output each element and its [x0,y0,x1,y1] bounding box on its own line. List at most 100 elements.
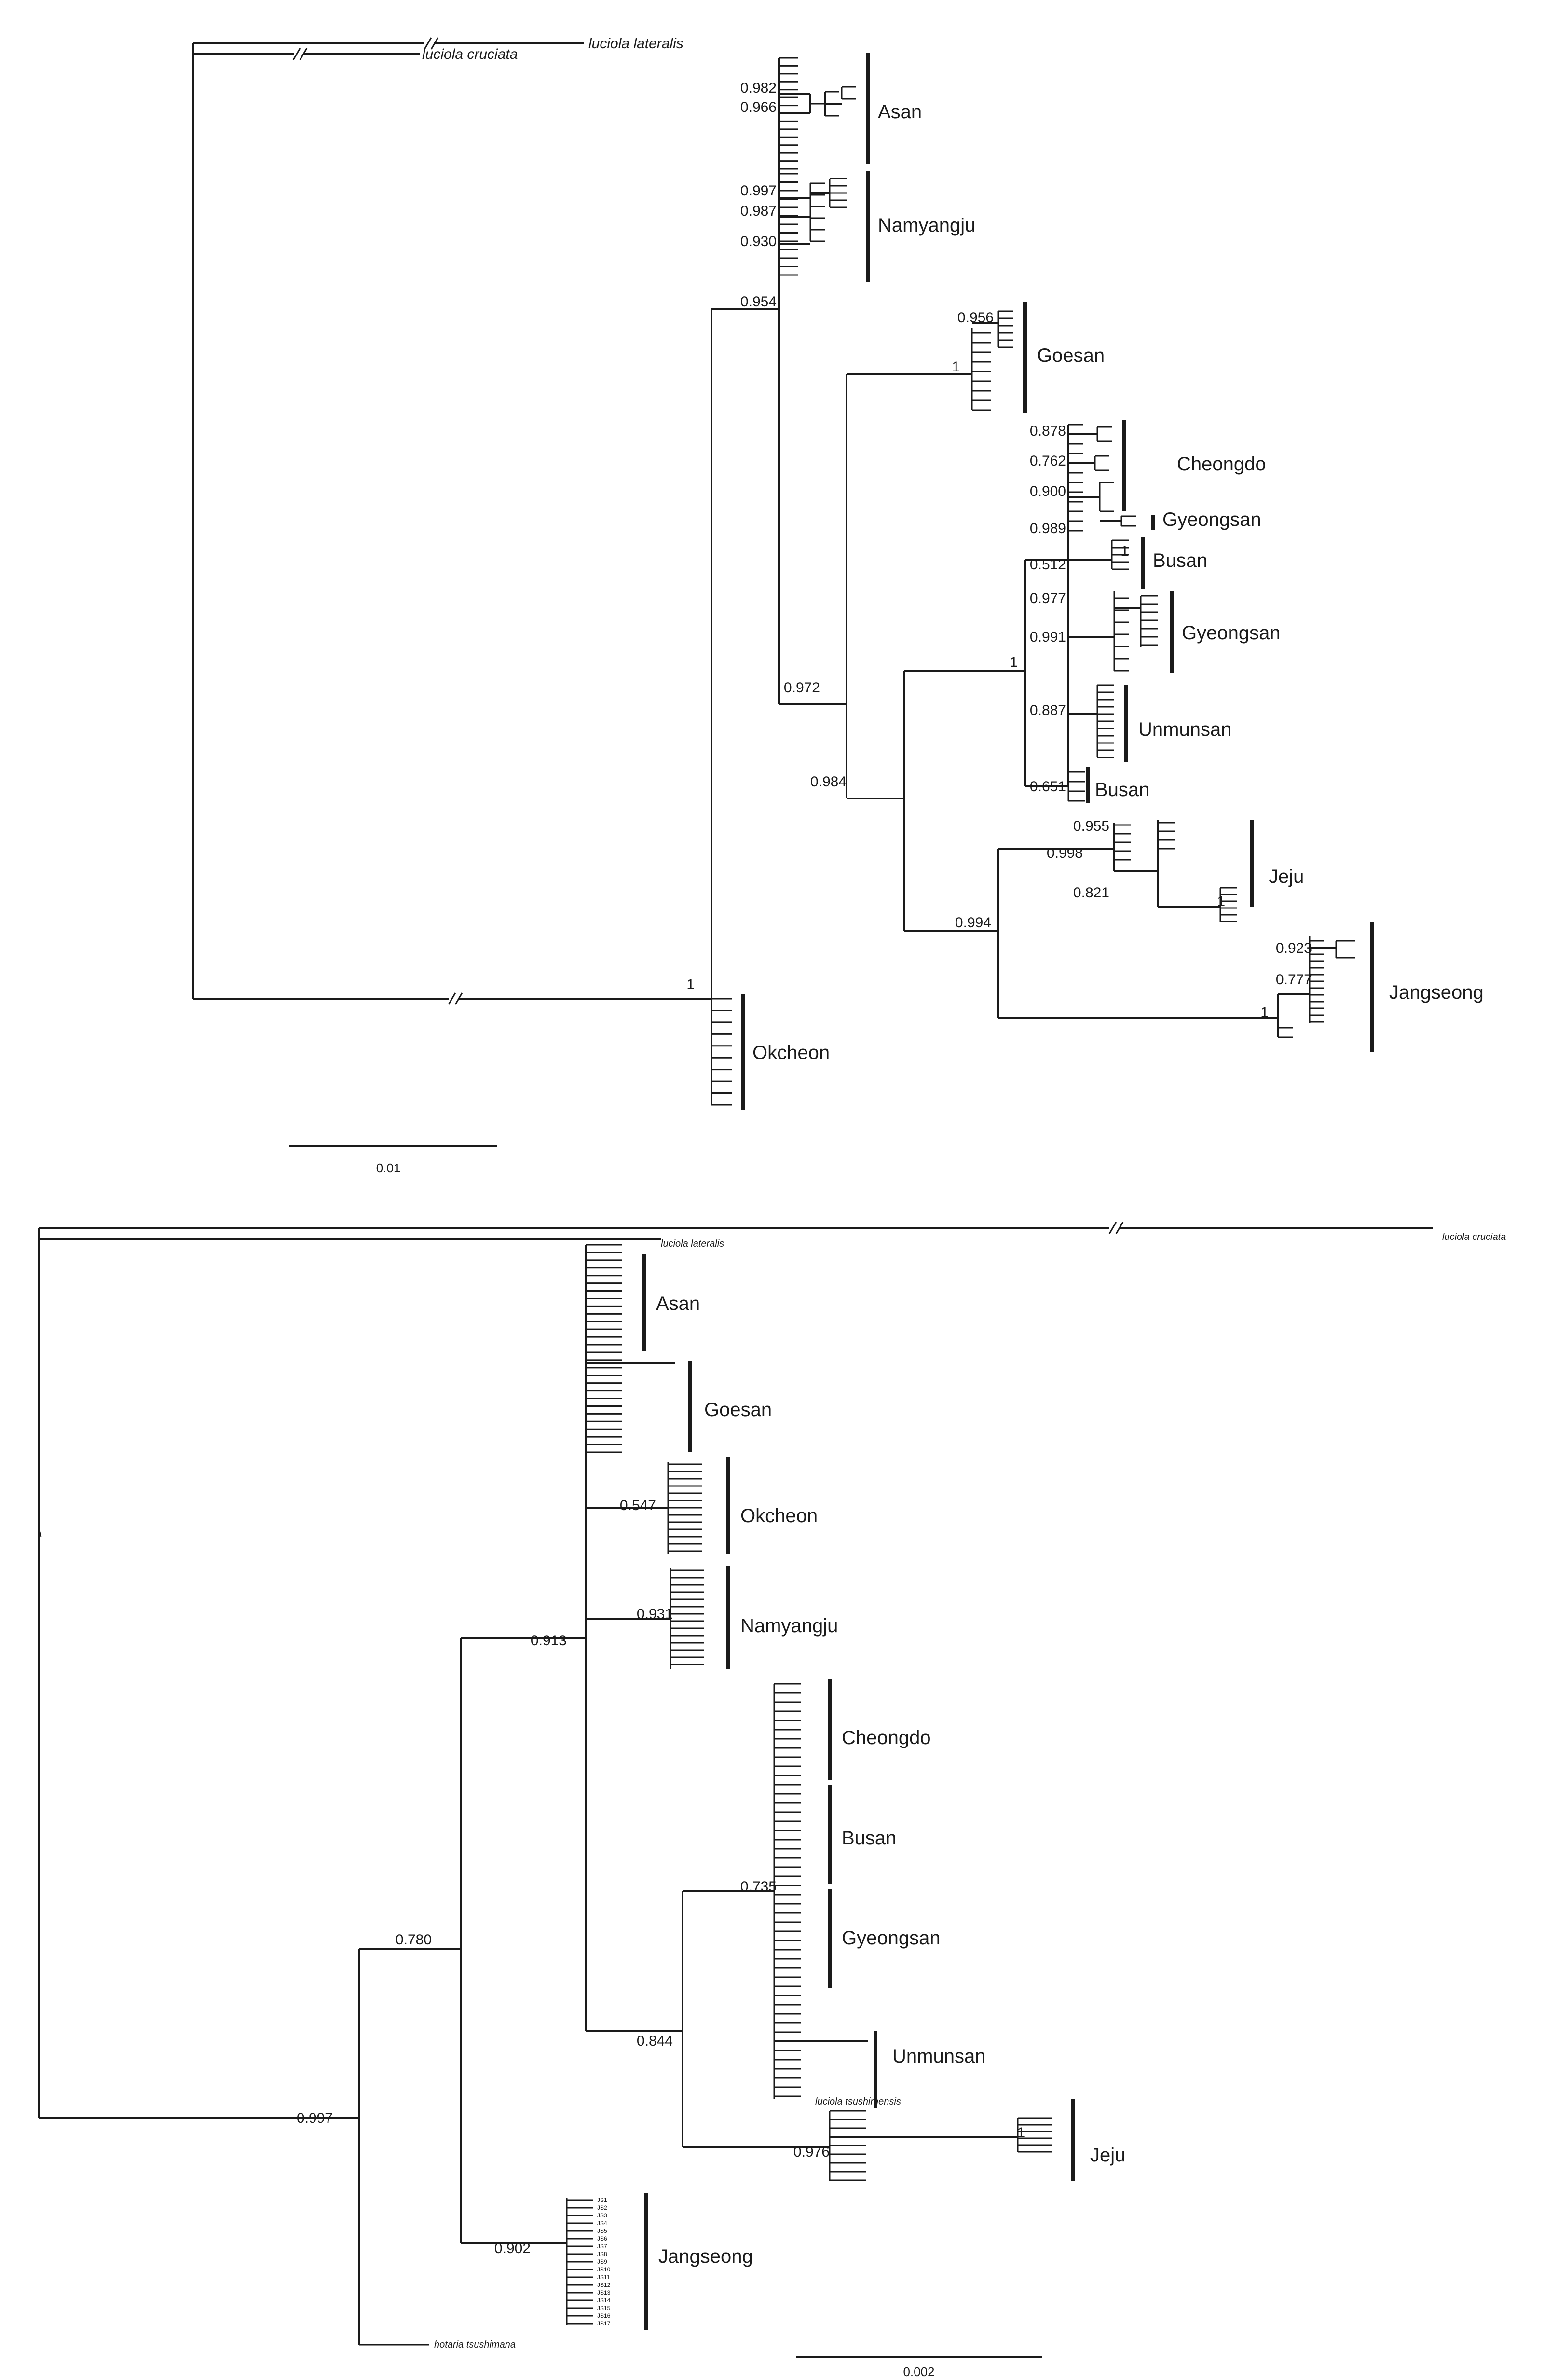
population-label-jangseong: Jangseong [1389,982,1484,1003]
scale-bar-label: 0.002 [903,2365,934,2379]
support-value: 1 [952,359,960,375]
population-label-cheongdo: Cheongdo [842,1727,931,1748]
support-value: 1 [1120,543,1129,559]
support-value: 0.955 [1073,818,1109,834]
support-value: 0.821 [1073,885,1109,901]
support-value: 0.997 [297,2110,333,2126]
population-label-namyangju: Namyangju [740,1615,838,1637]
population-label-unmunsan: Unmunsan [892,2046,985,2067]
support-value: 1 [1260,1004,1269,1020]
outgroup-label-lateralis: luciola lateralis [588,36,683,52]
support-value: 0.902 [494,2241,531,2256]
jangseong-tip-label: JS17 [597,2320,611,2327]
jangseong-tip-label: JS11 [597,2274,610,2281]
support-value: 0.887 [1030,702,1066,718]
support-value: 0.878 [1030,423,1066,439]
outgroup-label-cruciata: luciola cruciata [1442,1232,1506,1242]
population-label-gyeongsan: Gyeongsan [1182,622,1281,644]
support-value: 0.780 [396,1932,432,1948]
population-label-cheongdo: Cheongdo [1177,454,1266,475]
tree-panel-a: luciola lateralis luciola cruciata Asan … [192,36,1484,1175]
support-value: 0.900 [1030,483,1066,499]
support-value: 0.994 [955,915,991,931]
support-value: 1 [686,977,695,992]
support-value: 1 [1010,654,1018,670]
support-value: 0.976 [793,2144,830,2160]
tree-b-branches [38,1222,1433,2346]
population-label-busan-1: Busan [1153,550,1207,571]
population-label-okcheon: Okcheon [752,1042,830,1063]
population-label-jeju: Jeju [1090,2145,1125,2166]
support-value: 0.997 [740,183,777,199]
jangseong-tip-labels: JS1JS2JS3JS4JS5JS6JS7JS8JS9JS10JS11JS12J… [597,2197,611,2327]
population-label-busan-2: Busan [1095,779,1149,800]
support-value: 0.991 [1030,629,1066,645]
support-value: 0.931 [637,1606,673,1622]
jangseong-tip-label: JS1 [597,2197,607,2203]
jangseong-tip-label: JS9 [597,2258,607,2265]
population-label-okcheon: Okcheon [740,1505,818,1527]
support-value: 0.989 [1030,521,1066,537]
support-value: 0.547 [620,1498,656,1513]
population-label-unmunsan: Unmunsan [1138,719,1231,740]
outgroup-label-inner: luciola tsushimensis [815,2096,901,2107]
outgroup-label-lateralis: luciola lateralis [661,1238,724,1249]
population-label-jeju: Jeju [1269,866,1304,887]
branch-break-mark [299,48,308,60]
support-value: 1 [1017,2125,1025,2141]
support-value: 0.923 [1276,940,1312,956]
branch-break-mark [448,992,456,1005]
support-value: 0.913 [531,1633,567,1649]
support-value: 0.987 [740,203,777,219]
jangseong-tip-label: JS2 [597,2204,607,2211]
branch-break-mark [1108,1222,1117,1234]
support-value: 0.966 [740,99,777,115]
outgroup-label-basal: hotaria tsushimana [434,2339,516,2350]
population-label-busan: Busan [842,1828,896,1849]
jangseong-tip-label: JS12 [597,2282,611,2288]
population-label-namyangju: Namyangju [878,215,975,236]
jangseong-tip-label: JS16 [597,2312,611,2319]
support-value: 1 [1217,894,1225,909]
tree-panel-b: luciola lateralis luciola cruciata lucio… [38,1222,1506,2379]
support-value: 0.777 [1276,972,1312,988]
tree-branch [38,1529,42,1537]
support-value: 0.982 [740,80,777,96]
population-label-asan: Asan [656,1293,700,1314]
support-value: 0.844 [637,2033,673,2049]
outgroup-label-cruciata: luciola cruciata [422,46,518,62]
branch-break-mark [292,48,301,60]
branch-break-mark [454,992,463,1005]
support-value: 0.762 [1030,453,1066,469]
support-value: 0.956 [957,310,994,326]
branch-break-mark [424,37,432,50]
support-value: 0.930 [740,234,777,249]
jangseong-tip-label: JS6 [597,2235,607,2242]
support-value: 0.998 [1047,845,1083,861]
population-label-asan: Asan [878,101,922,123]
branch-break-mark [430,37,439,50]
population-label-gyeongsan: Gyeongsan [842,1927,941,1949]
jangseong-tip-label: JS15 [597,2305,611,2311]
tree-a-branches [192,37,1374,1110]
support-value: 0.984 [810,774,847,790]
support-value: 0.651 [1030,779,1066,795]
branch-break-mark [1115,1222,1124,1234]
jangseong-tip-label: JS13 [597,2289,611,2296]
jangseong-tip-label: JS5 [597,2228,607,2234]
support-value: 0.512 [1030,557,1066,573]
jangseong-tip-label: JS7 [597,2243,607,2250]
population-label-jangseong: Jangseong [658,2246,753,2267]
jangseong-tip-label: JS4 [597,2220,607,2227]
support-value: 0.977 [1030,591,1066,606]
population-label-goesan: Goesan [704,1399,772,1420]
support-value: 0.735 [740,1879,777,1895]
scale-bar-label: 0.01 [376,1161,401,1175]
population-label-gyeongsan-single: Gyeongsan [1162,509,1261,530]
support-value: 0.954 [740,294,777,310]
population-label-goesan: Goesan [1037,345,1105,366]
jangseong-tip-label: JS14 [597,2297,611,2304]
jangseong-tip-label: JS8 [597,2251,607,2257]
jangseong-tip-label: JS10 [597,2266,611,2273]
